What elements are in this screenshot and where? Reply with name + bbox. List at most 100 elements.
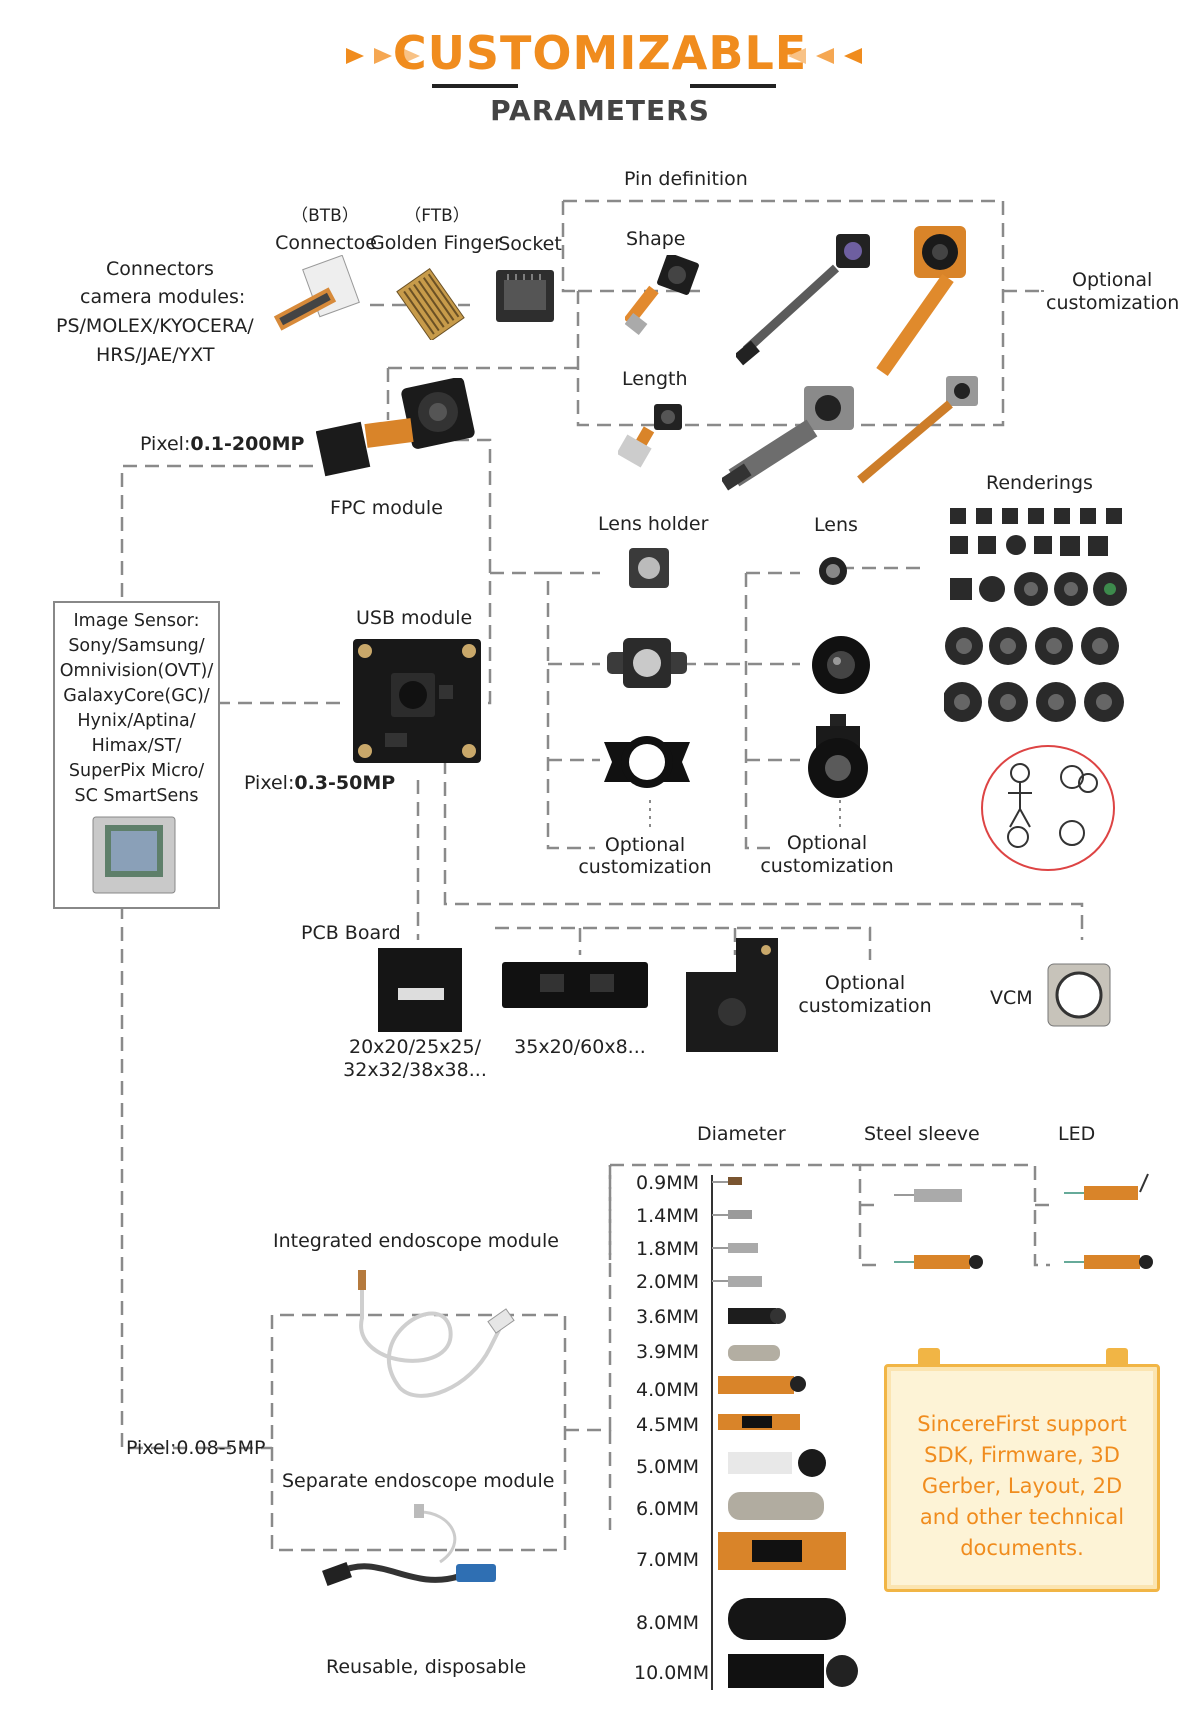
fpc-long-module-image — [734, 228, 876, 372]
connectors-line-1: Connectors — [106, 258, 214, 280]
led-image-2 — [1064, 1250, 1154, 1280]
support-text: SincereFirst support SDK, Firmware, 3D G… — [917, 1412, 1127, 1560]
fpc-af-module-image — [720, 382, 862, 496]
connectors-line-4: HRS/JAE/YXT — [96, 344, 215, 366]
image-sensor-chip-image — [91, 815, 177, 899]
renderings-label: Renderings — [986, 472, 1093, 494]
steel-sleeve-image-1 — [894, 1186, 964, 1210]
lens-holder-flanged-image — [605, 636, 689, 694]
pcb-board-label: PCB Board — [301, 922, 401, 944]
image-sensor-line-7: SuperPix Micro/ — [68, 761, 205, 781]
golden-finger-image — [395, 262, 473, 344]
usb-module-label: USB module — [356, 607, 473, 629]
integrated-endoscope-image — [340, 1268, 520, 1412]
page-title: CUSTOMIZABLE — [392, 26, 808, 80]
endoscope-pixel-label: Pixel:0.08-5MP — [126, 1437, 266, 1459]
lens-holder-label: Lens holder — [598, 513, 709, 535]
header-arrows-right — [786, 44, 866, 72]
pcb-size2-label: 35x20/60x8... — [514, 1036, 646, 1058]
fpc-short-module-image — [616, 400, 688, 476]
usb-module-image — [351, 637, 483, 769]
fpc-optional-line-2: customization — [1046, 292, 1180, 314]
fpc-shape-module-image — [623, 253, 700, 344]
support-box: SincereFirst support SDK, Firmware, 3D G… — [884, 1364, 1160, 1592]
pcb-long-image — [500, 960, 650, 1014]
endoscope-probes-image — [712, 1170, 862, 1704]
title-underline-left — [432, 84, 518, 88]
usb-pixel-text: Pixel:0.3-50MP — [244, 772, 395, 795]
diameter-2-0: 2.0MM — [636, 1271, 700, 1293]
usb-pixel-value: 0.3-50MP — [294, 772, 396, 794]
diameter-3-6: 3.6MM — [636, 1306, 700, 1328]
led-label: LED — [1058, 1123, 1096, 1145]
diameter-5-0: 5.0MM — [636, 1456, 700, 1478]
integrated-endoscope-label: Integrated endoscope module — [273, 1230, 559, 1252]
shape-label: Shape — [626, 228, 686, 250]
header-arrows-left — [346, 44, 426, 72]
led-image-1 — [1064, 1170, 1154, 1216]
length-label: Length — [622, 368, 688, 390]
image-sensor-box: Image Sensor: Sony/Samsung/ Omnivision(O… — [53, 601, 220, 909]
fpc-pixel-value: 0.1-200MP — [190, 433, 305, 455]
socket-label: Socket — [498, 233, 562, 255]
diameter-10-0: 10.0MM — [634, 1662, 710, 1684]
btb-label: Connectoe — [275, 232, 377, 254]
fpc-main-module-image — [315, 377, 478, 492]
fpc-module-label: FPC module — [330, 497, 443, 519]
btb-connector-image — [268, 254, 378, 339]
diameter-7-0: 7.0MM — [636, 1549, 700, 1571]
diameter-1-8: 1.8MM — [636, 1238, 700, 1260]
lens-holder-m12-image — [598, 722, 696, 806]
connectors-line-3: PS/MOLEX/KYOCERA/ — [56, 315, 254, 337]
connectors-line-2: camera modules: — [80, 286, 246, 308]
pcb-square-image — [376, 946, 464, 1038]
pcb-optional-line-1: Optional — [824, 972, 906, 994]
image-sensor-text: Image Sensor: Sony/Samsung/ Omnivision(O… — [55, 609, 218, 809]
image-sensor-line-6: Himax/ST/ — [91, 736, 182, 756]
diameter-6-0: 6.0MM — [636, 1498, 700, 1520]
pcb-size1-line-1: 20x20/25x25/ — [349, 1036, 481, 1058]
lens-small-image — [817, 555, 849, 591]
fpc-pixel-label: Pixel: — [140, 433, 191, 455]
page-subtitle: PARAMETERS — [490, 94, 710, 127]
image-sensor-line-4: GalaxyCore(GC)/ — [63, 686, 210, 706]
diameter-label: Diameter — [697, 1123, 786, 1145]
lens-optional-line-2: customization — [760, 855, 894, 877]
image-sensor-line-2: Sony/Samsung/ — [68, 636, 205, 656]
diameter-8-0: 8.0MM — [636, 1612, 700, 1634]
diameter-4-5: 4.5MM — [636, 1414, 700, 1436]
pcb-custom-image — [684, 936, 780, 1058]
steel-sleeve-image-2 — [894, 1250, 984, 1280]
steel-sleeve-label: Steel sleeve — [864, 1123, 980, 1145]
lens-sketch-circle — [978, 743, 1118, 877]
holder-optional-line-1: Optional — [604, 834, 686, 856]
reusable-disposable-label: Reusable, disposable — [326, 1656, 527, 1678]
socket-image — [494, 268, 556, 328]
lens-holder-square-image — [627, 546, 671, 594]
pcb-size1-line-2: 32x32/38x38... — [343, 1059, 487, 1081]
diameter-1-4: 1.4MM — [636, 1205, 700, 1227]
diameter-3-9: 3.9MM — [636, 1341, 700, 1363]
lens-label: Lens — [814, 514, 858, 536]
pin-definition-label: Pin definition — [624, 168, 748, 190]
title-underline-right — [690, 84, 776, 88]
lens-m12-image — [804, 712, 872, 806]
fpc-orange-module-image — [868, 222, 1008, 396]
separate-endoscope-image — [320, 1502, 520, 1616]
image-sensor-line-8: SC SmartSens — [74, 786, 199, 806]
fpc-optional-line-1: Optional — [1072, 269, 1153, 291]
lens-medium-image — [810, 634, 872, 700]
ftb-tag: （FTB） — [404, 206, 470, 226]
diameter-0-9: 0.9MM — [636, 1172, 700, 1194]
renderings-grid — [942, 508, 1144, 742]
separate-endoscope-label: Separate endoscope module — [282, 1470, 555, 1492]
lens-optional-line-1: Optional — [786, 832, 868, 854]
holder-optional-line-2: customization — [578, 856, 712, 878]
image-sensor-line-5: Hynix/Aptina/ — [77, 711, 196, 731]
btb-tag: （BTB） — [291, 206, 359, 226]
pcb-optional-line-2: customization — [798, 995, 932, 1017]
vcm-label: VCM — [990, 987, 1033, 1009]
usb-pixel-label: Pixel: — [244, 772, 295, 794]
image-sensor-line-3: Omnivision(OVT)/ — [59, 661, 214, 681]
image-sensor-line-1: Image Sensor: — [73, 611, 200, 631]
